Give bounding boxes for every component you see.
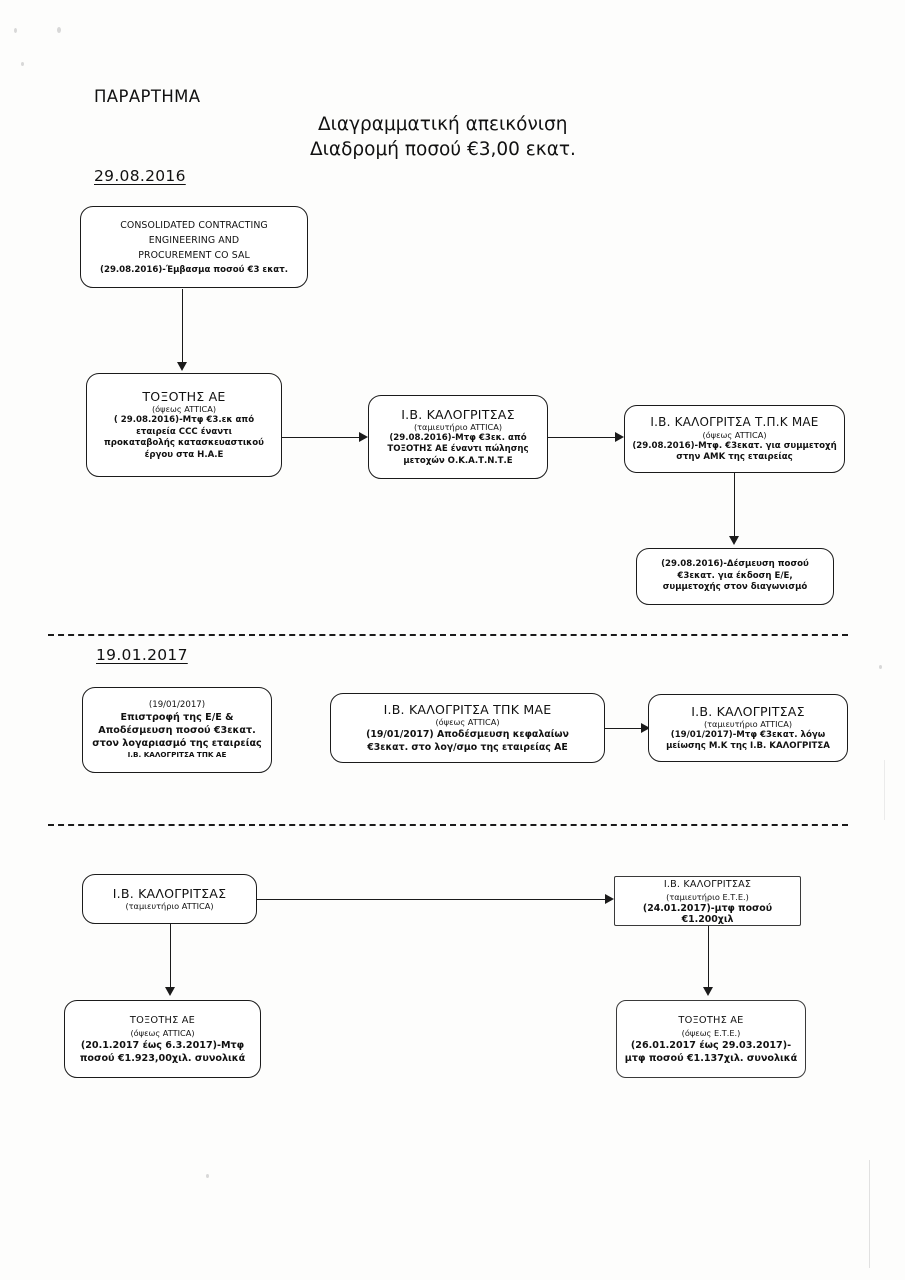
node-kalogritsas-ete: Ι.Β. ΚΑΛΟΓΡΙΤΣΑΣ (ταμιευτήριο Ε.Τ.Ε.) (2… — [614, 876, 801, 926]
node-body-line-1: (20.1.2017 έως 6.3.2017)-Μτφ — [80, 1040, 245, 1051]
node-title-line-3: PROCUREMENT CO SAL — [138, 249, 250, 261]
node-body-line-1: (19/01/2017)-Μτφ €3εκατ. λόγω — [670, 729, 826, 740]
arrowhead-right — [615, 431, 624, 442]
node-body-line-1: (29.08.2016)-Δέσμευση ποσού — [661, 559, 809, 570]
arrowhead-right — [359, 431, 368, 442]
node-title: ΤΟΞΟΤΗΣ ΑΕ — [129, 1015, 196, 1026]
node-title: ΤΟΞΟΤΗΣ ΑΕ — [142, 389, 226, 404]
node-epistrofi-2017: (19/01/2017) Επιστροφή της Ε/Ε & Αποδέσμ… — [82, 687, 272, 773]
node-title: Ι.Β. ΚΑΛΟΓΡΙΤΣΑΣ — [112, 886, 227, 901]
node-subtitle: (ταμιευτήριο Ε.Τ.Ε.) — [666, 891, 749, 902]
node-body-line-3: συμμετοχής στον διαγωνισμό — [662, 582, 808, 593]
node-title: Ι.Β. ΚΑΛΟΓΡΙΤΣΑ ΤΠΚ ΜΑΕ — [383, 702, 552, 717]
node-body-line-2: ΤΟΞΟΤΗΣ ΑΕ έναντι πώλησης — [387, 444, 529, 455]
scan-edge-line — [884, 760, 885, 820]
node-subtitle: (όψεως ATTICA) — [435, 717, 500, 727]
node-subtitle: (όψεως ATTICA) — [151, 404, 217, 414]
node-body-line-4: έργου στα Η.Α.Ε — [144, 449, 224, 460]
section-divider-1 — [48, 634, 848, 636]
diagram-title-line-2: Διαδρομή ποσού €3,00 εκατ. — [310, 139, 576, 160]
node-body-line-1: (29.08.2016)-Μτφ. €3εκατ. για συμμετοχή — [632, 440, 837, 451]
node-kalogritsas-2016: Ι.Β. ΚΑΛΟΓΡΙΤΣΑΣ (ταμιευτήριο ATTICA) (2… — [368, 395, 548, 479]
node-kalogritsas-attica: Ι.Β. ΚΑΛΟΓΡΙΤΣΑΣ (ταμιευτήριο ATTICA) — [82, 874, 257, 924]
connector-tpk-to-kalogritsas-2017 — [605, 728, 647, 729]
node-title: Ι.Β. ΚΑΛΟΓΡΙΤΣΑΣ — [691, 703, 805, 719]
node-body: (29.08.2016)-Έμβασμα ποσού €3 εκατ. — [100, 264, 288, 275]
node-desmeysi-2016: (29.08.2016)-Δέσμευση ποσού €3εκατ. για … — [636, 548, 834, 605]
node-body-line-1: (29.08.2016)-Μτφ €3εκ. από — [389, 432, 527, 443]
node-subtitle: (όψεως ATTICA) — [702, 429, 767, 440]
arrowhead-right — [641, 722, 650, 733]
scan-speck — [206, 1174, 209, 1178]
node-body-line-3: προκαταβολής κατασκευαστικού — [104, 438, 264, 448]
node-body-line-3: Αποδέσμευση ποσού €3εκατ. — [98, 725, 256, 737]
node-title: Ι.Β. ΚΑΛΟΓΡΙΤΣΑΣ — [663, 878, 752, 890]
node-title-line-1: CONSOLIDATED CONTRACTING — [120, 219, 268, 231]
node-body-line-2: ποσού €1.923,00χιλ. συνολικά — [79, 1053, 246, 1064]
arrowhead-down — [164, 987, 175, 996]
scan-speck — [879, 665, 882, 669]
section-date-2017: 19.01.2017 — [96, 646, 188, 664]
arrowhead-down — [702, 987, 713, 996]
node-kalogritsa-tpk-2017: Ι.Β. ΚΑΛΟΓΡΙΤΣΑ ΤΠΚ ΜΑΕ (όψεως ATTICA) (… — [330, 693, 605, 763]
node-title: ΤΟΞΟΤΗΣ ΑΕ — [678, 1015, 744, 1026]
node-ccc-sal: CONSOLIDATED CONTRACTING ENGINEERING AND… — [80, 206, 308, 288]
node-body-line-2: μείωσης Μ.Κ της Ι.Β. ΚΑΛΟΓΡΙΤΣΑ — [666, 741, 830, 751]
node-body-line-2: €3εκατ. για έκδοση Ε/Ε, — [677, 570, 793, 581]
node-toxotis-2016: ΤΟΞΟΤΗΣ ΑΕ (όψεως ATTICA) ( 29.08.2016)-… — [86, 373, 282, 477]
section-date-2016: 29.08.2016 — [94, 167, 186, 185]
node-body-line-2: Επιστροφή της Ε/Ε & — [120, 712, 234, 724]
node-body-line-3: μετοχών Ο.Κ.Α.Τ.Ν.Τ.Ε — [403, 455, 513, 466]
node-body-line-2: €3εκατ. στο λογ/σμο της εταιρείας ΑΕ — [367, 742, 568, 753]
node-body-line-1: (19/01/2017) Αποδέσμευση κεφαλαίων — [366, 729, 569, 740]
connector-ete-to-toxotis — [708, 926, 709, 990]
arrowhead-down — [728, 536, 739, 545]
page-title: ΠΑΡΑΡΤΗΜΑ — [94, 87, 201, 106]
node-body-line-2: στην ΑΜΚ της εταιρείας — [676, 452, 793, 462]
section-divider-2 — [48, 824, 848, 826]
node-subtitle: (ταμιευτήριο ATTICA) — [703, 718, 793, 729]
node-kalogritsa-tpk-2016: Ι.Β. ΚΑΛΟΓΡΙΤΣΑ Τ.Π.Κ ΜΑΕ (όψεως ATTICA)… — [624, 405, 845, 473]
node-body-line-1: ( 29.08.2016)-Μτφ €3.εκ από — [113, 415, 255, 425]
scan-edge-line — [869, 1160, 870, 1268]
node-kalogritsas-2017: Ι.Β. ΚΑΛΟΓΡΙΤΣΑΣ (ταμιευτήριο ATTICA) (1… — [648, 694, 848, 762]
connector-kalogritsas-to-tpk — [548, 437, 620, 438]
arrowhead-down — [176, 362, 187, 371]
node-body-line-5: Ι.Β. ΚΑΛΟΓΡΙΤΣΑ ΤΠΚ ΑΕ — [127, 750, 227, 760]
node-body-line-2: εταιρεία CCC έναντι — [136, 426, 232, 437]
node-title: Ι.Β. ΚΑΛΟΓΡΙΤΣΑ Τ.Π.Κ ΜΑΕ — [650, 414, 819, 429]
node-subtitle: (όψεως Ε.Τ.Ε.) — [681, 1028, 741, 1038]
node-title: Ι.Β. ΚΑΛΟΓΡΙΤΣΑΣ — [401, 406, 515, 422]
connector-tpk-to-desmeysi — [734, 473, 735, 539]
node-subtitle: (ταμιευτήριο ATTICA) — [413, 421, 503, 432]
connector-ccc-to-toxotis — [182, 289, 183, 365]
node-body-line-4: στον λογαριασμό της εταιρείας — [92, 738, 262, 750]
node-toxotis-attica: ΤΟΞΟΤΗΣ ΑΕ (όψεως ATTICA) (20.1.2017 έως… — [64, 1000, 261, 1078]
connector-attica-to-ete — [257, 899, 612, 900]
node-title-line-2: ENGINEERING AND — [148, 234, 240, 246]
node-body-line-2: μτφ ποσού €1.137χιλ. συνολικά — [624, 1053, 798, 1064]
node-subtitle: (ταμιευτήριο ATTICA) — [125, 901, 214, 911]
node-body-line-1: (24.01.2017)-μτφ ποσού €1.200χιλ — [642, 902, 773, 926]
scan-speck — [21, 62, 24, 66]
scan-speck — [14, 28, 17, 33]
diagram-title-line-1: Διαγραμματική απεικόνιση — [318, 114, 568, 135]
node-body-line-1: (26.01.2017 έως 29.03.2017)- — [630, 1040, 792, 1051]
scan-speck — [57, 27, 61, 33]
node-toxotis-ete: ΤΟΞΟΤΗΣ ΑΕ (όψεως Ε.Τ.Ε.) (26.01.2017 έω… — [616, 1000, 806, 1078]
node-subtitle: (όψεως ATTICA) — [130, 1028, 195, 1038]
connector-toxotis-to-kalogritsas — [282, 437, 364, 438]
arrowhead-right — [605, 893, 614, 904]
connector-attica-to-toxotis — [170, 924, 171, 990]
node-body-line-1: (19/01/2017) — [148, 699, 206, 710]
